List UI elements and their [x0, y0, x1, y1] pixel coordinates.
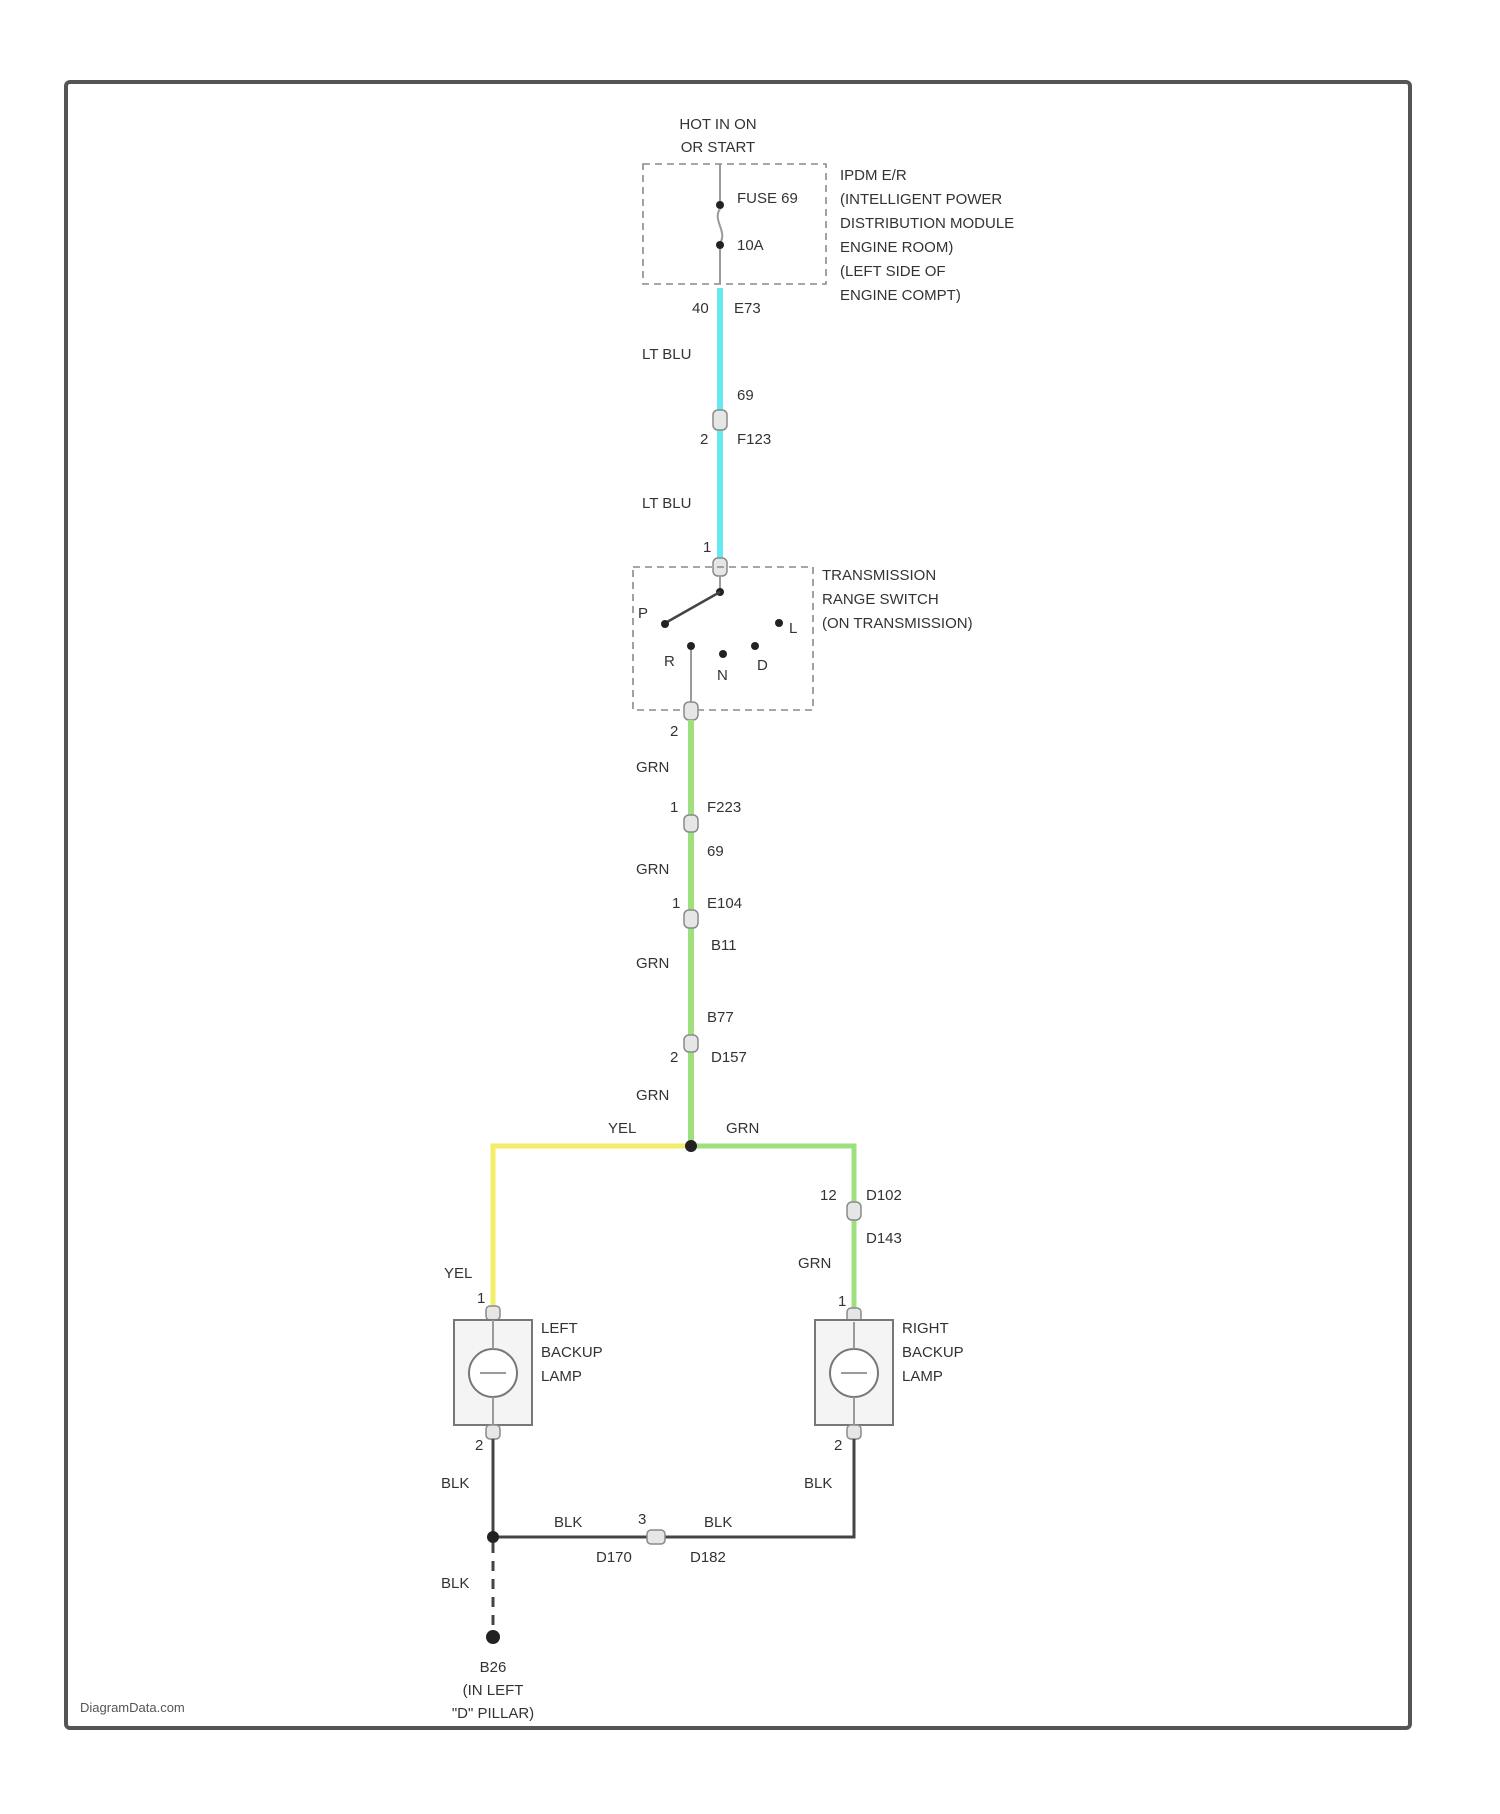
d143-name: D143	[866, 1230, 902, 1247]
trs-box	[633, 567, 813, 710]
ltblu-label-lower: LT BLU	[642, 495, 691, 512]
trs-pos-p: P	[638, 605, 648, 622]
right-lamp-label: RIGHT BACKUP LAMP	[902, 1320, 964, 1385]
connector-f123	[713, 410, 727, 430]
right-lamp-label-line: RIGHT	[902, 1320, 949, 1337]
ipdm-connector: E73	[734, 300, 761, 317]
ipdm-label: IPDM E/R (INTELLIGENT POWER DISTRIBUTION…	[840, 167, 1014, 304]
trs-connector-bottom	[684, 702, 698, 720]
f223-num: 69	[707, 843, 724, 860]
ipdm-label-line: (LEFT SIDE OF	[840, 263, 946, 280]
d157-pin: 2	[670, 1049, 678, 1066]
trs-pin-top: 1	[703, 539, 711, 556]
yel-label-lower: YEL	[444, 1265, 472, 1282]
watermark: DiagramData.com	[80, 1700, 185, 1715]
trs-terminal-r	[687, 642, 695, 650]
f223-name: F223	[707, 799, 741, 816]
ground-location-line: (IN LEFT	[463, 1682, 524, 1699]
right-lamp-pin-top: 1	[838, 1293, 846, 1310]
blk-label-bottom-right: BLK	[704, 1514, 732, 1531]
connector-e104	[684, 910, 698, 928]
hot-label-line2: OR START	[681, 139, 755, 156]
left-lamp-label-line: BACKUP	[541, 1344, 603, 1361]
ipdm-label-line: IPDM E/R	[840, 167, 907, 184]
f223-pin: 1	[670, 799, 678, 816]
trs-pin-bottom: 2	[670, 723, 678, 740]
right-lamp-label-line: LAMP	[902, 1368, 943, 1385]
right-lamp-pin-bot: 2	[834, 1437, 842, 1454]
connector-f223	[684, 815, 698, 832]
right-lamp-label-line: BACKUP	[902, 1344, 964, 1361]
e104-name: E104	[707, 895, 742, 912]
trs-pos-r: R	[664, 653, 675, 670]
f123-num: 69	[737, 387, 754, 404]
splice-node	[685, 1140, 697, 1152]
trs-label-line: (ON TRANSMISSION)	[822, 615, 973, 632]
d170-pin: 3	[638, 1511, 646, 1528]
trs-terminal-d	[751, 642, 759, 650]
left-lamp-connector-bot	[486, 1425, 500, 1439]
ground-name: B26	[480, 1659, 507, 1676]
grn-label-2: GRN	[636, 861, 669, 878]
d170-name: D170	[596, 1549, 632, 1566]
trs-pos-l: L	[789, 620, 797, 637]
yel-label-branch: YEL	[608, 1120, 636, 1137]
fuse-terminal-bottom	[716, 241, 724, 249]
grn-label-4: GRN	[636, 1087, 669, 1104]
ground-location-line: "D" PILLAR)	[452, 1705, 534, 1722]
hot-label-line1: HOT IN ON	[679, 116, 756, 133]
trs-label: TRANSMISSION RANGE SWITCH (ON TRANSMISSI…	[822, 567, 973, 632]
grn-label-3: GRN	[636, 955, 669, 972]
right-lamp-connector-bot	[847, 1425, 861, 1439]
blk-label-left: BLK	[441, 1475, 469, 1492]
trs-label-line: TRANSMISSION	[822, 567, 936, 584]
blk-label-ground: BLK	[441, 1575, 469, 1592]
trs-pos-d: D	[757, 657, 768, 674]
ltblu-label-upper: LT BLU	[642, 346, 691, 363]
left-lamp-label-line: LAMP	[541, 1368, 582, 1385]
connector-d157	[684, 1035, 698, 1052]
d157-num: B77	[707, 1009, 734, 1026]
d157-name: D157	[711, 1049, 747, 1066]
d102-pin: 12	[820, 1187, 837, 1204]
e104-pin: 1	[672, 895, 680, 912]
trs-label-line: RANGE SWITCH	[822, 591, 939, 608]
ground-splice-node	[487, 1531, 499, 1543]
d182-name: D182	[690, 1549, 726, 1566]
ipdm-label-line: DISTRIBUTION MODULE	[840, 215, 1014, 232]
fuse-rating: 10A	[737, 237, 764, 254]
ipdm-pin: 40	[692, 300, 709, 317]
blk-label-bottom-left: BLK	[554, 1514, 582, 1531]
left-lamp-pin-bot: 2	[475, 1437, 483, 1454]
blk-label-right: BLK	[804, 1475, 832, 1492]
ipdm-box	[643, 164, 826, 284]
trs-switch-arm	[667, 592, 720, 622]
d102-name: D102	[866, 1187, 902, 1204]
e104-num: B11	[711, 937, 737, 954]
ipdm-label-line: (INTELLIGENT POWER	[840, 191, 1002, 208]
trs-terminal-n	[719, 650, 727, 658]
ipdm-label-line: ENGINE COMPT)	[840, 287, 961, 304]
f123-name: F123	[737, 431, 771, 448]
f123-pin: 2	[700, 431, 708, 448]
yel-wire-branch	[493, 1146, 691, 1308]
ipdm-label-line: ENGINE ROOM)	[840, 239, 953, 256]
trs-terminal-p	[661, 620, 669, 628]
fuse-name: FUSE 69	[737, 190, 798, 207]
connector-d102	[847, 1202, 861, 1220]
left-lamp-connector-top	[486, 1306, 500, 1320]
grn-label-branch: GRN	[726, 1120, 759, 1137]
fuse-symbol	[718, 209, 723, 243]
ground-point-icon	[486, 1630, 500, 1644]
left-lamp-pin-top: 1	[477, 1290, 485, 1307]
fuse-terminal-top	[716, 201, 724, 209]
grn-label-1: GRN	[636, 759, 669, 776]
left-lamp-label-line: LEFT	[541, 1320, 578, 1337]
connector-d170-d182	[647, 1530, 665, 1544]
trs-terminal-l	[775, 619, 783, 627]
left-lamp-label: LEFT BACKUP LAMP	[541, 1320, 603, 1385]
trs-pos-n: N	[717, 667, 728, 684]
grn-label-right: GRN	[798, 1255, 831, 1272]
